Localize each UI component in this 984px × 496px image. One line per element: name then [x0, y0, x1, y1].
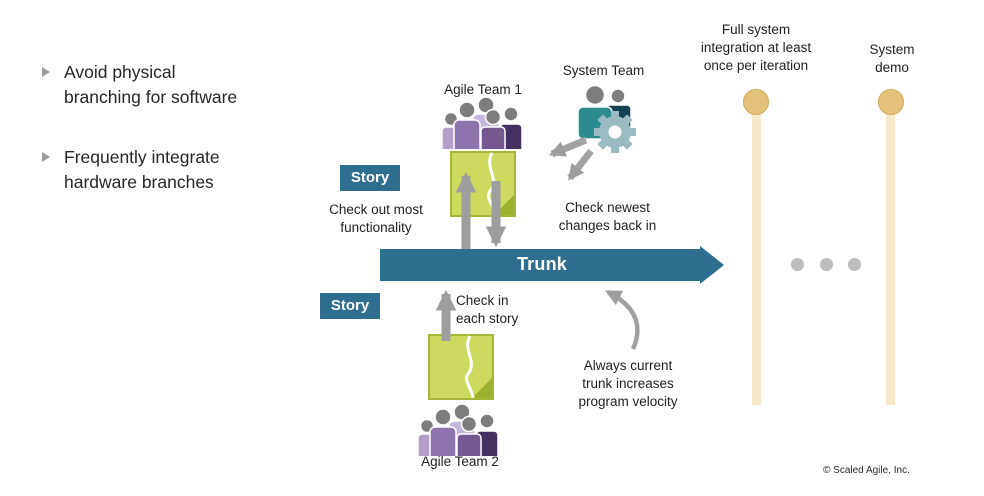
triangle-bullet-icon — [42, 67, 50, 77]
system-team-arrow-down — [567, 148, 594, 181]
dot-icon — [791, 258, 804, 271]
gear-icon — [594, 111, 636, 153]
agile-team-1-label: Agile Team 1 — [444, 82, 522, 97]
demo-milestone-circle-icon — [878, 89, 904, 115]
check-out-label: Check out most functionality — [329, 202, 423, 235]
velocity-curved-arrow — [605, 290, 640, 350]
agile-team-1-people-icon — [441, 97, 523, 149]
bullet-text: Frequently integrate hardware branches — [64, 147, 220, 192]
bullet-item: Avoid physical branching for software — [42, 60, 282, 110]
bullet-item: Frequently integrate hardware branches — [42, 145, 282, 195]
triangle-bullet-icon — [42, 152, 50, 162]
always-current-label: Always current trunk increases program v… — [578, 358, 678, 409]
story-badge: Story — [340, 165, 400, 191]
check-in-label: Check in each story — [456, 293, 519, 326]
trunk-label: Trunk — [516, 254, 567, 274]
agile-team-2-people-icon — [417, 404, 499, 456]
copyright-text: © Scaled Agile, Inc. — [823, 465, 910, 476]
demo-milestone-line — [886, 113, 895, 405]
iteration-milestone-line — [752, 113, 761, 405]
dot-icon — [848, 258, 861, 271]
check-newest-label: Check newest changes back in — [558, 200, 657, 233]
system-demo-label: System demo — [869, 42, 915, 75]
full-system-integration-label: Full system integration at least once pe… — [700, 22, 812, 73]
story-badge: Story — [320, 293, 380, 319]
ellipsis-dots-icon — [791, 258, 861, 271]
sticky-note-1-icon — [450, 151, 516, 217]
bullet-text: Avoid physical branching for software — [64, 62, 238, 107]
sticky-note-2-icon — [428, 334, 494, 400]
dot-icon — [819, 258, 833, 271]
agile-team-2-label: Agile Team 2 — [421, 454, 499, 469]
system-team-label: System Team — [562, 63, 645, 78]
system-team-icon — [577, 84, 636, 153]
iteration-milestone-circle-icon — [743, 89, 769, 115]
